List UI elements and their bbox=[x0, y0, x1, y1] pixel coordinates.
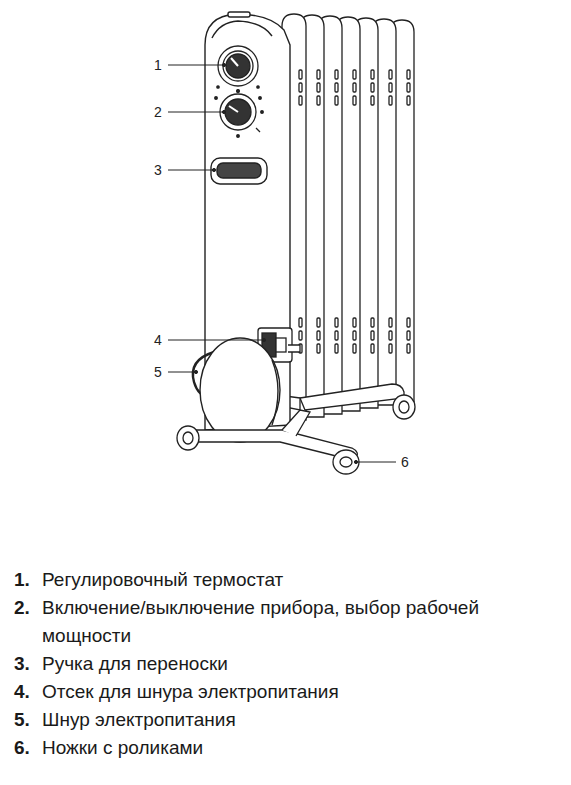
vent-slot bbox=[299, 331, 302, 340]
vent-slot bbox=[299, 318, 302, 327]
vent-slot bbox=[371, 83, 374, 92]
vent-slot bbox=[407, 344, 410, 353]
item-number: 4. bbox=[14, 678, 42, 706]
front-foot bbox=[177, 410, 359, 474]
callout-number: 2 bbox=[153, 104, 163, 120]
item-text: Ручка для переноски bbox=[42, 650, 547, 678]
vent-slot bbox=[407, 318, 410, 327]
vent-slot bbox=[317, 318, 320, 327]
vent-slot bbox=[317, 96, 320, 105]
vent-slot bbox=[371, 96, 374, 105]
legend-row: 2.Включение/выключение прибора, выбор ра… bbox=[14, 594, 564, 650]
vent-slot bbox=[371, 344, 374, 353]
vent-slot bbox=[299, 83, 302, 92]
vent-slot bbox=[317, 83, 320, 92]
vent-slot bbox=[335, 331, 338, 340]
vent-slot bbox=[389, 344, 392, 353]
vent-slot bbox=[317, 331, 320, 340]
callout-number: 1 bbox=[153, 57, 163, 73]
vent-slot bbox=[353, 331, 356, 340]
legend-row: 1.Регулировочный термостат bbox=[14, 566, 564, 594]
vent-slot bbox=[407, 70, 410, 79]
item-text: Регулировочный термостат bbox=[42, 566, 547, 594]
vent-slot bbox=[353, 318, 356, 327]
vent-slot bbox=[353, 83, 356, 92]
vent-slot bbox=[335, 70, 338, 79]
vent-slot bbox=[299, 70, 302, 79]
item-text: Включение/выключение прибора, выбор рабо… bbox=[42, 594, 547, 650]
carry-handle bbox=[211, 158, 267, 184]
thermostat-dial bbox=[217, 46, 259, 92]
legend-row: 3.Ручка для переноски bbox=[14, 650, 564, 678]
legend-row: 5.Шнур электропитания bbox=[14, 706, 564, 734]
vent-slot bbox=[389, 331, 392, 340]
item-number: 2. bbox=[14, 594, 42, 650]
cord-cover bbox=[200, 338, 280, 442]
vent-slot bbox=[317, 70, 320, 79]
vent-slot bbox=[335, 344, 338, 353]
back-foot bbox=[270, 384, 415, 419]
item-number: 5. bbox=[14, 706, 42, 734]
callout-number: 6 bbox=[400, 454, 410, 470]
vent-slot bbox=[299, 96, 302, 105]
item-text: Шнур электропитания bbox=[42, 706, 547, 734]
vent-slot bbox=[371, 70, 374, 79]
item-text: Отсек для шнура электропитания bbox=[42, 678, 547, 706]
vent-slot bbox=[353, 96, 356, 105]
vent-slot bbox=[353, 70, 356, 79]
vent-slot bbox=[389, 70, 392, 79]
vent-slot bbox=[371, 318, 374, 327]
vent-slot bbox=[353, 344, 356, 353]
vent-slot bbox=[389, 83, 392, 92]
vent-slot bbox=[389, 96, 392, 105]
item-number: 3. bbox=[14, 650, 42, 678]
power-dial bbox=[215, 90, 264, 138]
vent-slot bbox=[335, 96, 338, 105]
vent-slot bbox=[335, 83, 338, 92]
callout-number: 5 bbox=[153, 364, 163, 380]
vent-slot bbox=[371, 331, 374, 340]
vent-slot bbox=[407, 96, 410, 105]
vent-slot bbox=[335, 318, 338, 327]
vent-slot bbox=[407, 331, 410, 340]
legend-row: 6.Ножки с роликами bbox=[14, 734, 564, 762]
vent-slot bbox=[389, 318, 392, 327]
vent-slot bbox=[407, 83, 410, 92]
item-number: 6. bbox=[14, 734, 42, 762]
vent-slot bbox=[317, 344, 320, 353]
callout-number: 4 bbox=[153, 332, 163, 348]
legend-row: 4.Отсек для шнура электропитания bbox=[14, 678, 564, 706]
item-number: 1. bbox=[14, 566, 42, 594]
callout-number: 3 bbox=[153, 162, 163, 178]
item-text: Ножки с роликами bbox=[42, 734, 547, 762]
leader-lines bbox=[168, 63, 396, 463]
